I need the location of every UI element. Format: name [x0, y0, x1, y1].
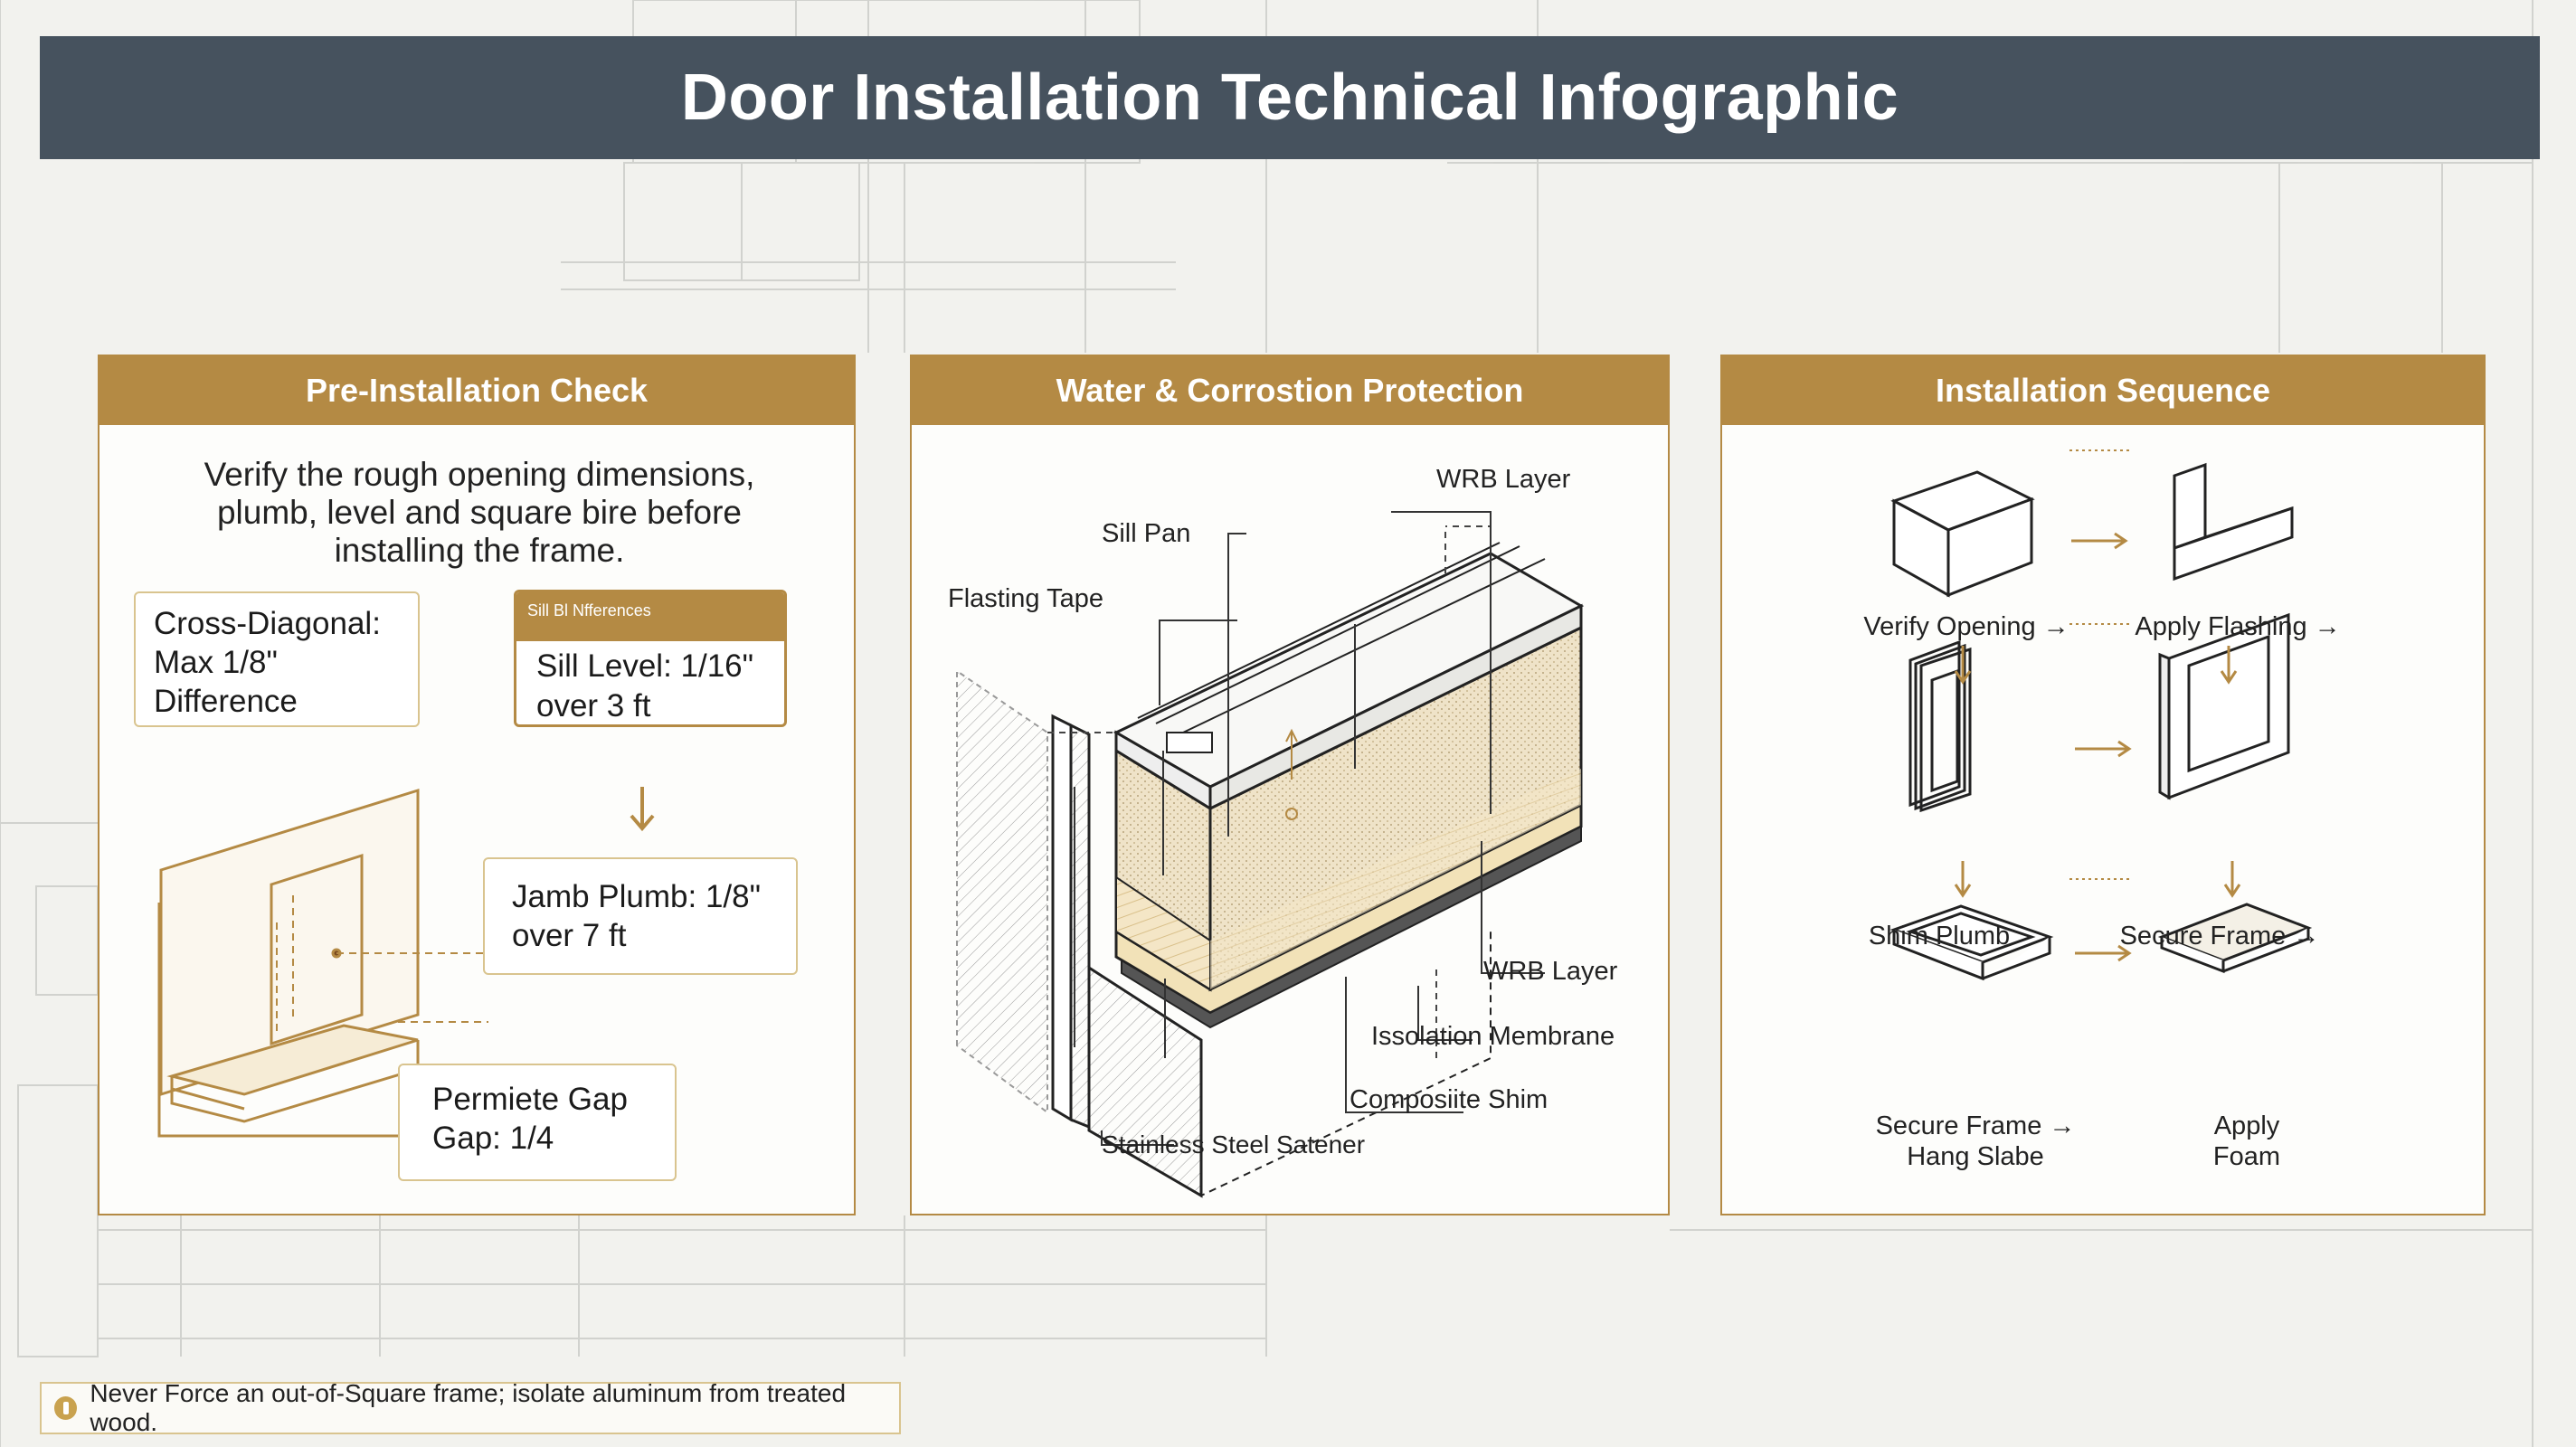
callout-sill-pan: Sill Pan: [1102, 519, 1191, 548]
jamb-plumb-box: Jamb Plumb: 1/8" over 7 ft: [483, 857, 798, 975]
panel-heading: Installation Sequence: [1722, 356, 2484, 425]
callout-composite-shim: Composiite Shim: [1350, 1085, 1548, 1114]
sill-level-box: Sill Bl Nfferences Sill Level: 1/16" ove…: [514, 590, 787, 727]
box-line: Difference: [154, 684, 298, 719]
step-apply-foam: Apply Foam: [2129, 1111, 2364, 1172]
cross-diagonal-box: Cross-Diagonal: Max 1/8" Difference: [134, 591, 420, 727]
footer-note: Never Force an out-of-Square frame; isol…: [40, 1379, 901, 1436]
step-line: Secure Frame →: [1875, 1111, 2076, 1140]
pre-installation-panel: Pre-Installation Check Verify the rough …: [98, 355, 856, 1215]
step-line: Hang Slabe: [1907, 1142, 2044, 1171]
installation-sequence-panel: Installation Sequence: [1720, 355, 2486, 1215]
callout-flashing-tape: Flasting Tape: [948, 584, 1103, 613]
box-line: Sill Level: 1/16": [536, 648, 754, 684]
perimeter-gap-box: Permiete Gap Gap: 1/4: [398, 1064, 677, 1181]
panel-heading: Pre-Installation Check: [99, 356, 854, 425]
callout-wrb-top: WRB Layer: [1436, 465, 1571, 494]
sill-cross-section: [956, 511, 1585, 1198]
box-line: Jamb Plumb: 1/8": [512, 879, 762, 914]
step-secure-frame: Secure Frame →: [2119, 922, 2320, 950]
callout-wrb-bottom: WRB Layer: [1483, 957, 1618, 986]
box-line: Max 1/8": [154, 645, 278, 680]
step-verify-opening: Verify Opening →: [1863, 612, 2069, 641]
water-protection-panel: Water & Corrostion Protection: [910, 355, 1670, 1215]
page-title: Door Installation Technical Infographic: [40, 36, 2540, 159]
box-line: over 7 ft: [512, 918, 627, 953]
footer-text: Never Force an out-of-Square frame; isol…: [90, 1379, 847, 1436]
step-line: Foam: [2212, 1142, 2281, 1171]
step-shim-plumb: Shim Plumb: [1868, 922, 2011, 950]
box-line: Gap: 1/4: [432, 1121, 554, 1156]
box-line: Permiete Gap: [432, 1082, 628, 1117]
box-line: Cross-Diagonal:: [154, 606, 381, 641]
sequence-diagram: [1889, 449, 2313, 981]
panel-heading: Water & Corrostion Protection: [912, 356, 1668, 425]
box-line: over 3 ft: [536, 688, 651, 724]
opening-diagram: [157, 787, 655, 1176]
intro-text: Verify the rough opening dimensions, plu…: [204, 456, 755, 569]
step-line: Apply: [2213, 1111, 2280, 1140]
step-apply-flashing: Apply Flashing →: [2135, 612, 2341, 641]
callout-isolation-membrane: Issolation Membrane: [1371, 1022, 1615, 1051]
callout-fastener: Stainless Steel Satener: [1102, 1130, 1366, 1159]
warning-icon: [54, 1396, 78, 1420]
step-secure-frame-hang: Secure Frame → Hang Slabe: [1858, 1111, 2093, 1172]
sill-tab: Sill Bl Nfferences: [516, 592, 784, 641]
